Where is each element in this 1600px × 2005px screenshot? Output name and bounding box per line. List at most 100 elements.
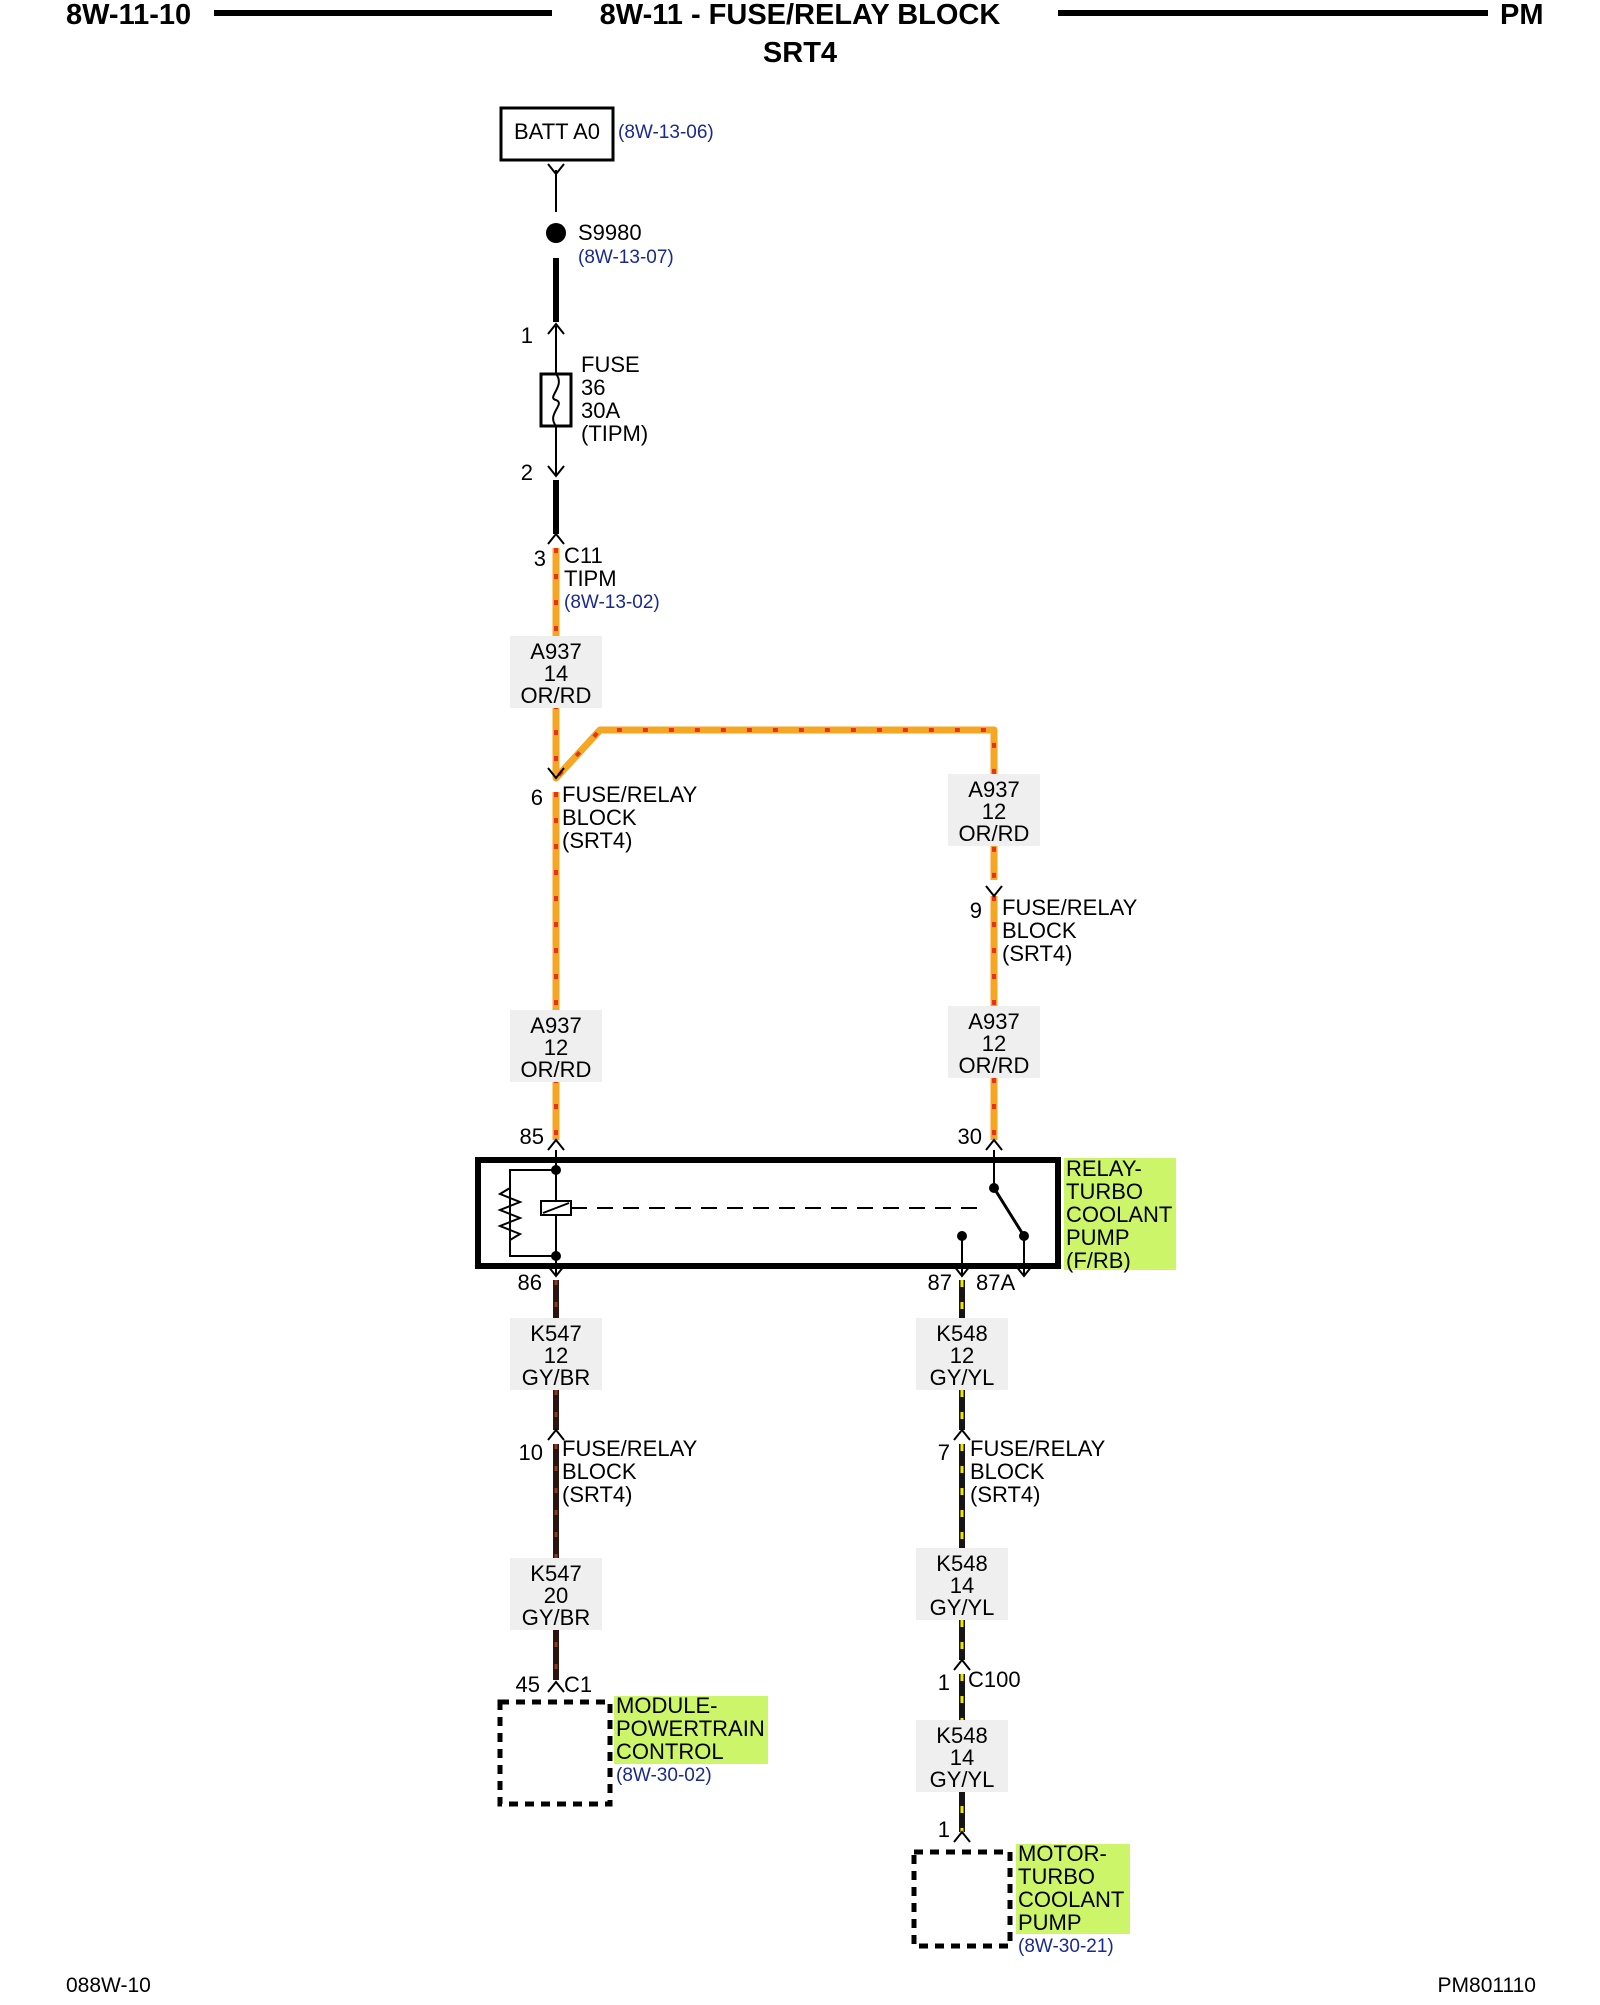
- wire-label-k548-14-b: K548 14 GY/YL: [916, 1720, 1008, 1792]
- frb-right-bottom-line-2: BLOCK: [970, 1459, 1045, 1484]
- wire-circuit: A937: [530, 1013, 581, 1038]
- relay-label-line-3: COOLANT: [1066, 1202, 1172, 1227]
- motor-label-line-3: COOLANT: [1018, 1887, 1124, 1912]
- relay-switch-arm: [992, 1187, 1026, 1237]
- relay-pin-85: 85: [520, 1124, 544, 1149]
- frb-pin-9-symbol: [985, 885, 1003, 898]
- motor-label-line-1: MOTOR-: [1018, 1841, 1107, 1866]
- frb-right-top-line-1: FUSE/RELAY: [1002, 895, 1138, 920]
- splice-dot: [546, 223, 566, 243]
- wire-color: OR/RD: [521, 683, 592, 708]
- wire-circuit: K548: [936, 1723, 987, 1748]
- frb-left-bottom-line-1: FUSE/RELAY: [562, 1436, 698, 1461]
- motor-outline: [911, 1849, 1013, 1949]
- wire-gauge: 14: [950, 1573, 974, 1598]
- relay-pin-87: 87: [928, 1270, 952, 1295]
- relay-pin-87-symbol: [953, 1265, 971, 1278]
- wire-gauge: 14: [544, 661, 568, 686]
- pcm-reference: (8W-30-02): [616, 1765, 712, 1786]
- fuse-element: [552, 373, 560, 427]
- relay-pin-86: 86: [518, 1270, 542, 1295]
- motor-label-highlight: [1016, 1844, 1130, 1934]
- wire-label-bg: [916, 1318, 1008, 1390]
- wire-circuit: A937: [530, 639, 581, 664]
- wire-label-bg: [916, 1720, 1008, 1792]
- frb-right-top-line-3: (SRT4): [1002, 941, 1073, 966]
- c11-connector-symbol: [547, 532, 565, 545]
- wire-gauge: 12: [544, 1343, 568, 1368]
- frb-right-bottom-line-1: FUSE/RELAY: [970, 1436, 1106, 1461]
- frb-right-top-line-2: BLOCK: [1002, 918, 1077, 943]
- wire-label-bg: [916, 1548, 1008, 1620]
- wire-label-k547-12: K547 12 GY/BR: [510, 1318, 602, 1390]
- c11-reference: (8W-13-02): [564, 592, 660, 613]
- frb-pin-6: 6: [531, 785, 543, 810]
- footer-right-code: PM801110: [1438, 1974, 1536, 1997]
- wire-label-a937-12-right-bottom: A937 12 OR/RD: [948, 1006, 1040, 1078]
- fuse-pin-2-symbol: [547, 465, 565, 478]
- motor-label-line-2: TURBO: [1018, 1864, 1095, 1889]
- wire-label-bg: [510, 636, 602, 708]
- wire-circuit: A937: [968, 1009, 1019, 1034]
- powertrain-control-module: 45 C1 MODULE- POWERTRAIN CONTROL (8W-30-…: [497, 1672, 768, 1807]
- wire-label-bg: [510, 1318, 602, 1390]
- wire-color: GY/BR: [522, 1365, 590, 1390]
- fuse-label-line-2: 36: [581, 375, 605, 400]
- wire-circuit: K548: [936, 1551, 987, 1576]
- c100-connector-symbol: [953, 1658, 971, 1671]
- header-title: 8W-11 - FUSE/RELAY BLOCK: [600, 0, 1001, 31]
- frb-pin-9: 9: [970, 898, 982, 923]
- relay-label-highlight: [1064, 1158, 1176, 1270]
- wire-label-k548-14-a: K548 14 GY/YL: [916, 1548, 1008, 1620]
- motor-label-line-4: PUMP: [1018, 1910, 1082, 1935]
- header-right-code: PM: [1500, 0, 1544, 31]
- fuse-pin-2: 2: [521, 460, 533, 485]
- motor-pin: 1: [938, 1817, 950, 1842]
- pcm-label-line-3: CONTROL: [616, 1739, 724, 1764]
- frb-pin-10-label: 10 FUSE/RELAY BLOCK (SRT4): [519, 1436, 698, 1507]
- relay-resistor: [497, 1187, 523, 1241]
- wire-gauge: 14: [950, 1745, 974, 1770]
- wire-color: OR/RD: [959, 1053, 1030, 1078]
- frb-left-bottom-line-2: BLOCK: [562, 1459, 637, 1484]
- c11-pin: 3: [534, 546, 546, 571]
- fuse-pin-1: 1: [521, 323, 533, 348]
- relay-pin-30-symbol: [985, 1138, 1003, 1151]
- relay-label-line-4: PUMP: [1066, 1225, 1130, 1250]
- wire-circuit: A937: [968, 777, 1019, 802]
- fuse-36: 1 2 FUSE 36 30A (TIPM): [521, 322, 648, 534]
- frb-left-top-line-1: FUSE/RELAY: [562, 782, 698, 807]
- wire-label-bg: [948, 1006, 1040, 1078]
- wire-label-bg: [510, 1010, 602, 1082]
- frb-left-bottom-line-3: (SRT4): [562, 1482, 633, 1507]
- page-header: 8W-11-10 8W-11 - FUSE/RELAY BLOCK SRT4 P…: [66, 0, 1544, 69]
- turbo-coolant-pump-motor: 1 MOTOR- TURBO COOLANT PUMP (8W-30-21): [911, 1817, 1130, 1957]
- fuse-pin-1-symbol: [547, 322, 565, 335]
- wire-color: GY/YL: [930, 1767, 995, 1792]
- wire-gauge: 12: [544, 1035, 568, 1060]
- wire-color: OR/RD: [521, 1057, 592, 1082]
- pcm-label-line-1: MODULE-: [616, 1693, 717, 1718]
- motor-connector-symbol: [953, 1830, 971, 1843]
- connector-c100: 1 C100: [938, 1667, 1021, 1695]
- wire-gauge: 12: [982, 799, 1006, 824]
- footer-left-code: 088W-10: [66, 1974, 151, 1997]
- frb-right-bottom-line-3: (SRT4): [970, 1482, 1041, 1507]
- wire-color: GY/YL: [930, 1365, 995, 1390]
- splice-reference: (8W-13-07): [578, 247, 674, 268]
- relay-label-line-1: RELAY-: [1066, 1156, 1142, 1181]
- wire-label-bg: [510, 1558, 602, 1630]
- c11-label-line-2: TIPM: [564, 566, 617, 591]
- wire-label-k548-12: K548 12 GY/YL: [916, 1318, 1008, 1390]
- header-subtitle: SRT4: [763, 37, 837, 69]
- wire-gauge: 12: [950, 1343, 974, 1368]
- frb-pin-6-label: 6 FUSE/RELAY BLOCK (SRT4): [531, 782, 698, 853]
- frb-pin-10-symbol: [547, 1428, 565, 1441]
- relay-coil-mark: [542, 1202, 570, 1214]
- relay-turbo-coolant-pump: 85 30 86 87 87A RELAY- TURBO COOLANT PUM…: [475, 1124, 1176, 1295]
- pcm-connector-symbol: [547, 1680, 565, 1693]
- frb-pin-9-label: 9 FUSE/RELAY BLOCK (SRT4): [970, 895, 1138, 966]
- relay-pin-85-symbol: [547, 1138, 565, 1151]
